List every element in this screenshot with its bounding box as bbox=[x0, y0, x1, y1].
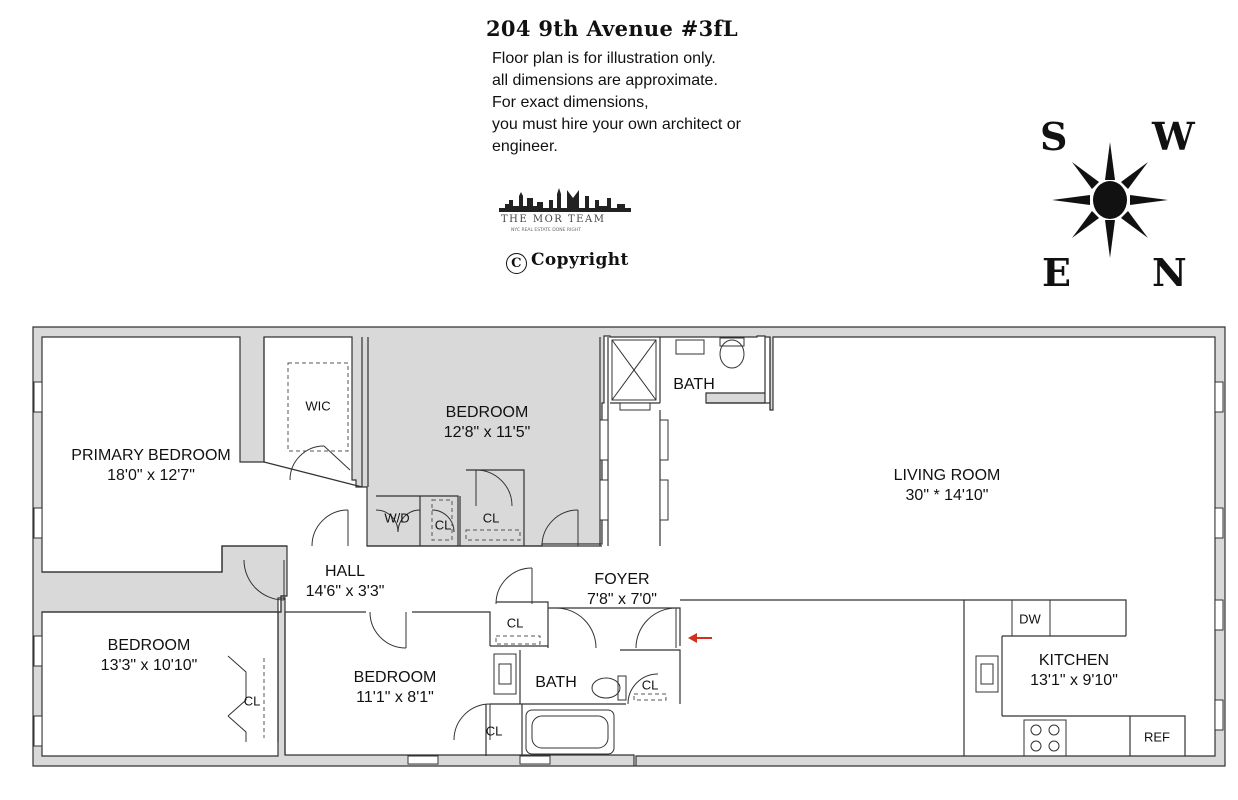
room-foyer: FOYER 7'8" x 7'0" bbox=[587, 570, 657, 610]
disclaimer-line: For exact dimensions, bbox=[492, 94, 649, 111]
room-wd: W/D bbox=[384, 510, 410, 526]
appliance-refrigerator: REF bbox=[1144, 729, 1170, 745]
room-bedroom-mid: BEDROOM 11'1" x 8'1" bbox=[354, 668, 437, 708]
room-size: 30" * 14'10" bbox=[905, 487, 989, 504]
listing-title: 204 9th Avenue #3fL bbox=[486, 16, 738, 41]
appliance-dishwasher: DW bbox=[1019, 611, 1041, 627]
room-wic: WIC bbox=[305, 398, 331, 414]
room-closet: CL bbox=[506, 615, 524, 631]
room-name: BATH bbox=[535, 674, 577, 691]
room-closet: CL bbox=[641, 677, 659, 693]
room-name: BEDROOM bbox=[445, 404, 529, 421]
compass: S W E N bbox=[1030, 110, 1210, 300]
room-hall: HALL 14'6" x 3'3" bbox=[306, 562, 385, 602]
room-living-room: LIVING ROOM 30" * 14'10" bbox=[894, 466, 1001, 506]
disclaimer-line: Floor plan is for illustration only. bbox=[492, 50, 716, 67]
room-bath-top: BATH bbox=[673, 375, 714, 395]
compass-n: N bbox=[1152, 250, 1187, 295]
room-bedroom-left: BEDROOM 13'3" x 10'10" bbox=[101, 636, 198, 676]
room-kitchen: KITCHEN 13'1" x 9'10" bbox=[1030, 651, 1118, 691]
room-name: BEDROOM bbox=[353, 669, 437, 686]
room-size: 14'6" x 3'3" bbox=[305, 583, 385, 600]
room-primary-bedroom: PRIMARY BEDROOM 18'0" x 12'7" bbox=[71, 446, 230, 486]
room-name: BEDROOM bbox=[107, 637, 191, 654]
room-closet: CL bbox=[485, 723, 503, 739]
entry-arrow-icon bbox=[688, 633, 712, 643]
compass-s: S bbox=[1040, 114, 1068, 159]
room-bedroom-top: BEDROOM 12'8" x 11'5" bbox=[444, 403, 531, 443]
room-size: 13'3" x 10'10" bbox=[100, 657, 198, 674]
compass-e: E bbox=[1042, 250, 1071, 295]
room-name: FOYER bbox=[594, 571, 650, 588]
room-size: 12'8" x 11'5" bbox=[443, 424, 531, 441]
room-size: 18'0" x 12'7" bbox=[107, 467, 195, 484]
room-bath-bottom: BATH bbox=[535, 673, 576, 693]
disclaimer: Floor plan is for illustration only. all… bbox=[492, 48, 741, 158]
logo-text: THE MOR TEAM bbox=[501, 214, 605, 225]
disclaimer-line: engineer. bbox=[492, 138, 558, 155]
copyright-label: Copyright bbox=[531, 250, 629, 270]
room-name: PRIMARY BEDROOM bbox=[71, 447, 231, 464]
logo-tagline: NYC REAL ESTATE DONE RIGHT bbox=[511, 227, 581, 233]
room-name: KITCHEN bbox=[1038, 652, 1110, 669]
copyright-icon: C bbox=[506, 253, 527, 274]
room-size: 7'8" x 7'0" bbox=[587, 591, 657, 608]
disclaimer-line: all dimensions are approximate. bbox=[492, 72, 718, 89]
compass-rose-icon bbox=[1052, 142, 1168, 258]
exterior-wall bbox=[32, 326, 1226, 767]
room-name: HALL bbox=[324, 563, 366, 580]
disclaimer-line: you must hire your own architect or bbox=[492, 116, 741, 133]
room-size: 13'1" x 9'10" bbox=[1030, 672, 1118, 689]
room-closet: CL bbox=[434, 517, 452, 533]
room-name: LIVING ROOM bbox=[893, 467, 1001, 484]
room-closet: CL bbox=[243, 693, 261, 709]
room-closet: CL bbox=[482, 510, 500, 526]
compass-w: W bbox=[1152, 114, 1195, 159]
mor-team-logo: THE MOR TEAM NYC REAL ESTATE DONE RIGHT bbox=[499, 188, 631, 233]
room-size: 11'1" x 8'1" bbox=[356, 689, 434, 706]
room-name: BATH bbox=[673, 376, 715, 393]
